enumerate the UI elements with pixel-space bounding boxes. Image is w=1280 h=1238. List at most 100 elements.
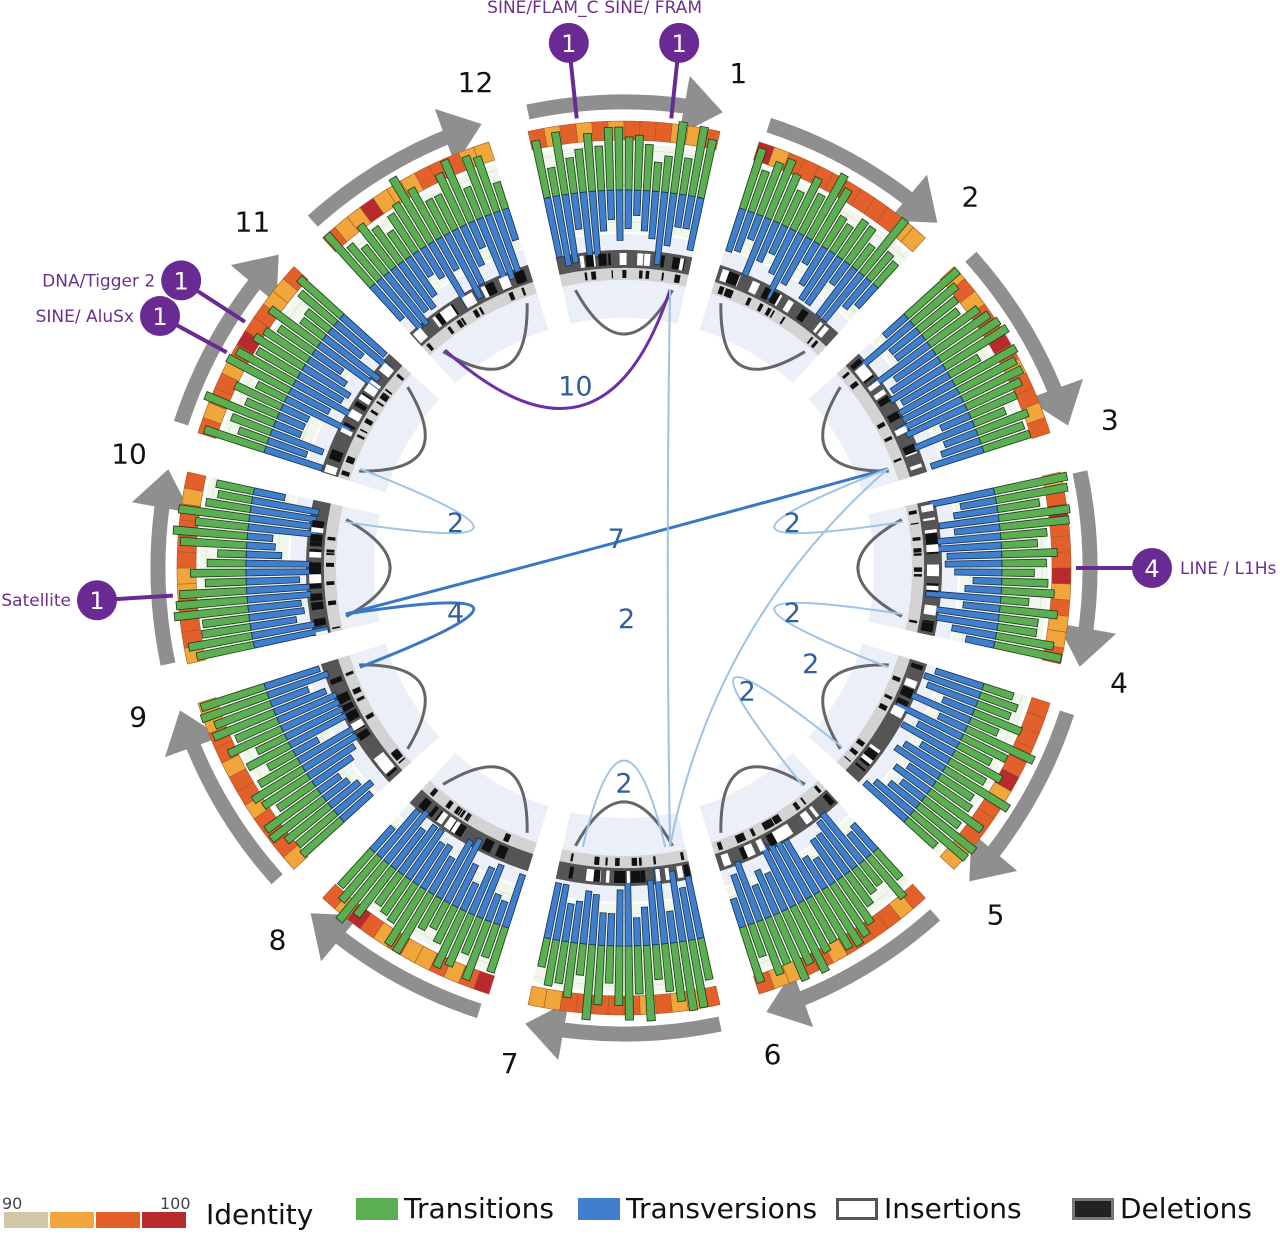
insertion-tick (594, 856, 600, 865)
insertion-tick (645, 270, 650, 280)
transversion-bar (316, 772, 343, 795)
transversion-bar (570, 192, 583, 231)
indel-tick (748, 280, 759, 295)
transversion-bar (419, 843, 454, 891)
insertion-tick (459, 809, 467, 818)
insertion-tick (456, 319, 465, 329)
insertion-tick (738, 832, 747, 842)
transversion-bar (846, 830, 872, 859)
link-label: 2 (784, 598, 801, 629)
insertion-tick (376, 400, 384, 407)
insertion-band (836, 365, 910, 481)
transversion-bar (633, 917, 642, 947)
identity-block (183, 471, 207, 492)
indel-tick (363, 383, 379, 398)
insertion-tick (447, 326, 455, 335)
transversion-bar (815, 831, 851, 876)
insertion-tick (370, 409, 379, 416)
segment-label: 8 (269, 924, 287, 957)
indel-tick (923, 517, 936, 522)
te-badge (548, 22, 589, 63)
transversion-bar (812, 856, 836, 886)
indel-tick (598, 253, 607, 267)
link-label-extra: 2 (802, 649, 819, 680)
insertion-tick (775, 813, 783, 822)
insertion-tick (844, 755, 851, 763)
transversion-bar (898, 778, 927, 802)
indel-tick (771, 828, 786, 844)
indel-tick (481, 838, 495, 853)
indel-tick (923, 604, 937, 616)
transversion-bar (674, 193, 687, 229)
insertion-tick (912, 536, 921, 541)
transversion-bar (296, 371, 345, 404)
transversion-bar (397, 823, 439, 876)
segment-label: 5 (987, 898, 1005, 931)
indel-tick (643, 253, 651, 267)
insertion-tick (806, 336, 814, 345)
indel-tick (926, 571, 939, 577)
indel-tick (311, 519, 325, 529)
segment-label: 2 (962, 180, 980, 213)
indel-tick (873, 389, 887, 401)
transversion-bar (543, 881, 563, 940)
transversion-bar (768, 223, 789, 256)
insertion-tick (878, 702, 888, 711)
insertion-tick (521, 287, 527, 296)
te-count: 1 (672, 30, 687, 58)
transversion-bar (902, 740, 947, 773)
transversion-bar (615, 889, 624, 947)
insertion-tick (590, 271, 597, 280)
indel-tick (309, 541, 323, 547)
transversion-bar (311, 754, 355, 788)
transversion-bar (663, 192, 678, 247)
indel-tick (310, 593, 323, 602)
insertion-tick (876, 421, 886, 430)
transversion-bar (301, 732, 359, 773)
indel-tick (356, 728, 371, 741)
indel-tick (461, 294, 475, 309)
indel-tick (683, 864, 691, 877)
segment-arrow (965, 251, 1084, 426)
insertion-tick (364, 417, 374, 427)
transversion-bar (934, 667, 985, 691)
insertion-tick (445, 800, 452, 808)
transversion-bar (905, 762, 937, 788)
insertion-tick (913, 573, 922, 577)
indel-tick (450, 821, 462, 834)
orientation-arrows (131, 75, 1117, 1061)
repeat-link (581, 759, 667, 848)
transversion-bar (321, 334, 382, 383)
indel-tick (655, 868, 661, 882)
insertion-tick (326, 552, 335, 556)
indel-tick (434, 810, 445, 822)
indel-tick (310, 601, 324, 611)
transversion-bar (819, 811, 865, 865)
transversion-bar (733, 860, 764, 923)
indel-tick (439, 307, 454, 323)
insertion-tick (390, 748, 401, 758)
transversion-bar (653, 191, 669, 266)
identity-block (176, 551, 197, 569)
transversion-bar (893, 744, 942, 780)
transversion-bar (686, 196, 705, 252)
insertion-tick (745, 297, 752, 307)
transversion-bar (606, 913, 616, 947)
transversion-bar (333, 779, 375, 816)
indel-tick (727, 272, 741, 287)
insertion-tick (382, 392, 390, 399)
indel-tick (369, 379, 382, 390)
indel-tick (344, 708, 360, 723)
te-badge (76, 580, 117, 621)
te-badge (161, 260, 202, 301)
self-loop (719, 765, 806, 833)
indel-tick (743, 843, 756, 858)
legend: Transitions Transversions Insertions Del… (0, 1186, 1280, 1238)
insertion-tick (326, 581, 335, 586)
indel-tick (926, 544, 939, 553)
transversion-bar (922, 672, 982, 699)
indel-tick (324, 464, 338, 476)
indel-tick (585, 254, 595, 268)
